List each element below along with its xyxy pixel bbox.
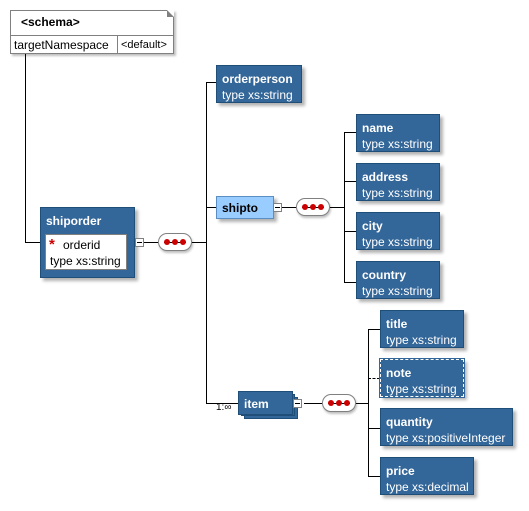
- element-type: type xs:string: [222, 88, 293, 102]
- connector-line: [206, 82, 207, 404]
- connector-line: [192, 242, 206, 243]
- element-name: quantity: [386, 415, 433, 429]
- element-city[interactable]: city type xs:string: [356, 212, 440, 250]
- cardinality-label: 1:∞: [216, 402, 232, 413]
- connector-line: [368, 329, 380, 330]
- sequence-compositor[interactable]: [296, 198, 330, 216]
- element-price[interactable]: price type xs:decimal: [380, 457, 474, 495]
- target-namespace-value: <default>: [121, 39, 167, 51]
- connector-line: [368, 428, 380, 429]
- connector-line: [206, 82, 216, 83]
- collapse-toggle-icon[interactable]: [135, 238, 144, 247]
- connector-line: [330, 207, 344, 208]
- element-name: price: [386, 464, 415, 478]
- element-name-node[interactable]: name type xs:string: [356, 114, 440, 152]
- element-title[interactable]: title type xs:string: [380, 310, 464, 348]
- element-type: type xs:string: [362, 186, 433, 200]
- connector-line: [356, 403, 368, 404]
- collapse-toggle-icon[interactable]: [293, 399, 302, 408]
- element-name: item: [244, 397, 269, 411]
- connector-line: [344, 231, 356, 232]
- element-name: orderperson: [222, 72, 293, 86]
- connector-line: [344, 132, 345, 283]
- attributes-panel: * orderid type xs:string: [45, 234, 127, 270]
- element-country[interactable]: country type xs:string: [356, 261, 440, 299]
- connector-line: [25, 54, 26, 243]
- connector-line: [344, 282, 356, 283]
- element-orderperson[interactable]: orderperson type xs:string: [216, 65, 302, 103]
- sequence-icon: [328, 400, 350, 406]
- attribute-name: orderid: [63, 238, 101, 252]
- element-type: type xs:string: [362, 235, 433, 249]
- element-name: address: [362, 170, 409, 184]
- connector-line: [304, 403, 322, 404]
- element-quantity[interactable]: quantity type xs:positiveInteger: [380, 408, 513, 446]
- connector-line: [344, 132, 356, 133]
- sequence-compositor[interactable]: [158, 233, 192, 251]
- connector-line: [368, 329, 369, 477]
- sequence-icon: [164, 239, 186, 245]
- connector-line: [282, 207, 296, 208]
- connector-line: [344, 181, 356, 182]
- element-type: type xs:string: [362, 284, 433, 298]
- connector-line-dashed: [368, 378, 380, 379]
- element-name: note: [386, 366, 412, 380]
- element-type: type xs:string: [362, 137, 433, 151]
- element-item[interactable]: item: [238, 391, 293, 415]
- element-name: shipto: [222, 201, 258, 215]
- element-type: type xs:positiveInteger: [386, 431, 506, 445]
- element-note-optional[interactable]: note type xs:string: [379, 358, 465, 398]
- divider: [117, 35, 118, 53]
- divider: [11, 35, 173, 36]
- sequence-compositor[interactable]: [322, 394, 356, 412]
- element-name: city: [362, 219, 383, 233]
- sequence-icon: [302, 204, 324, 210]
- attribute-type: type xs:string: [50, 254, 121, 268]
- required-marker: *: [49, 236, 55, 253]
- collapse-toggle-icon[interactable]: [273, 203, 282, 212]
- connector-line: [206, 403, 238, 404]
- element-type: type xs:string: [386, 333, 457, 347]
- connector-line: [206, 207, 216, 208]
- element-name: shiporder: [46, 214, 102, 228]
- element-shiporder[interactable]: shiporder * orderid type xs:string: [40, 207, 135, 278]
- element-address[interactable]: address type xs:string: [356, 163, 440, 201]
- page-fold-icon: [167, 10, 174, 17]
- element-name: country: [362, 268, 407, 282]
- connector-line: [368, 476, 380, 477]
- schema-node[interactable]: <schema> targetNamespace <default>: [10, 10, 174, 54]
- element-type: type xs:string: [386, 382, 457, 396]
- target-namespace-label: targetNamespace: [14, 38, 109, 52]
- schema-title: <schema>: [21, 15, 80, 29]
- element-name: title: [386, 317, 408, 331]
- connector-line: [25, 242, 40, 243]
- element-shipto[interactable]: shipto: [216, 196, 274, 219]
- element-name: name: [362, 121, 394, 135]
- connector-line: [144, 242, 158, 243]
- element-type: type xs:decimal: [386, 480, 469, 494]
